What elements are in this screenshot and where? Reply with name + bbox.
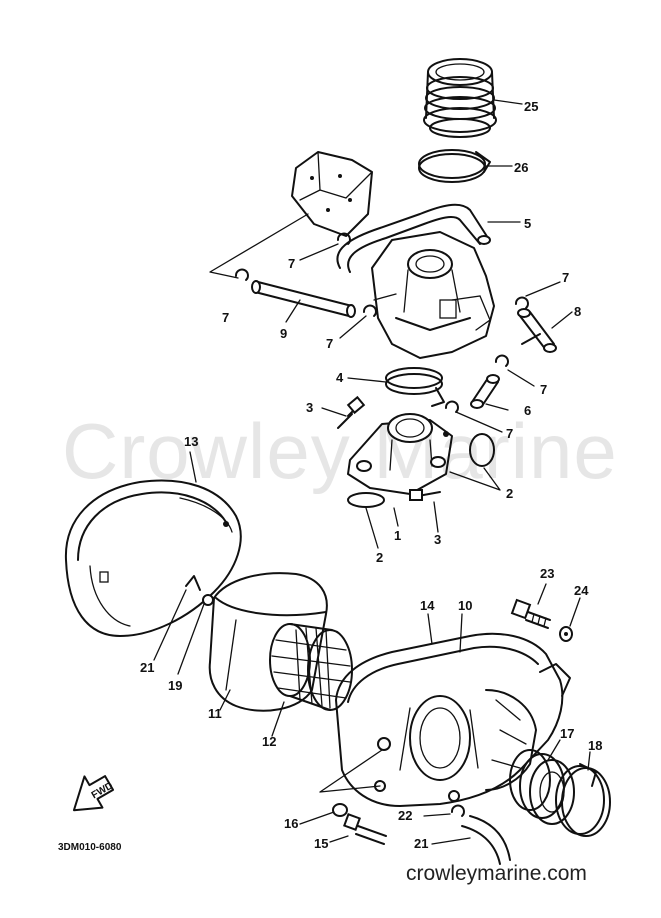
callout-12: 12: [262, 734, 276, 749]
callout-17: 17: [560, 726, 574, 741]
callout-7d: 7: [326, 336, 333, 351]
part-16-washer: [332, 803, 348, 817]
part-5-hose: [336, 203, 491, 273]
callout-24: 24: [574, 583, 589, 598]
part-9-hose: [251, 280, 356, 318]
part-24-washer: [559, 626, 573, 642]
breather-cover: [291, 151, 373, 237]
callout-labels: 25 26 5 7 7 7 8 9 7 4 7 6 3 7 13 2 1 2 3…: [140, 99, 602, 851]
callout-7f: 7: [506, 426, 513, 441]
callout-2b: 2: [376, 550, 383, 565]
part-23-bolt: [510, 598, 551, 629]
callout-8: 8: [574, 304, 581, 319]
callout-21a: 21: [140, 660, 154, 675]
callout-25: 25: [524, 99, 538, 114]
callout-22: 22: [398, 808, 412, 823]
callout-14: 14: [420, 598, 435, 613]
callout-7a: 7: [288, 256, 295, 271]
part-13-cleaner-cover: [64, 479, 242, 637]
callout-7c: 7: [222, 310, 229, 325]
callout-2a: 2: [506, 486, 513, 501]
callout-26: 26: [514, 160, 528, 175]
callout-21b: 21: [414, 836, 428, 851]
leader-lines: [153, 99, 591, 845]
part-26-clamp: [418, 149, 491, 183]
callout-7b: 7: [562, 270, 569, 285]
part-2-o-rings: [347, 433, 495, 508]
callout-3a: 3: [306, 400, 313, 415]
callout-15: 15: [314, 836, 328, 851]
callout-5: 5: [524, 216, 531, 231]
site-url: crowleymarine.com: [406, 862, 587, 885]
callout-13: 13: [184, 434, 198, 449]
part-14-10-air-box: [335, 632, 571, 807]
callout-4: 4: [336, 370, 344, 385]
part-15-bolt: [343, 813, 387, 845]
clips-part-7: [235, 232, 529, 413]
part-22-clip: [451, 804, 465, 817]
callout-11: 11: [208, 706, 222, 721]
carburetor: [371, 231, 495, 359]
callout-23: 23: [540, 566, 554, 581]
callout-16: 16: [284, 816, 298, 831]
part-1-joint: [347, 413, 453, 495]
diagram-code: 3DM010-6080: [58, 842, 122, 853]
callout-19: 19: [168, 678, 182, 693]
front-arrow: FWD: [72, 775, 115, 812]
part-8-t-joint: [517, 308, 557, 353]
part-12-filter-cage: [269, 623, 353, 711]
part-21-hose: [461, 815, 511, 865]
callout-10: 10: [458, 598, 472, 613]
callout-1: 1: [394, 528, 401, 543]
part-3-bolts: [337, 395, 441, 501]
part-19-21-hardware: [185, 575, 214, 606]
callout-7e: 7: [540, 382, 547, 397]
part-6-hose: [470, 374, 500, 409]
part-25-intake-boot: [423, 58, 497, 138]
part-11-filter: [208, 572, 328, 712]
callout-6: 6: [524, 403, 531, 418]
callout-9: 9: [280, 326, 287, 341]
part-18-clamp: [555, 763, 611, 837]
callout-18: 18: [588, 738, 602, 753]
callout-3b: 3: [434, 532, 441, 547]
part-4-clamp: [385, 367, 445, 407]
